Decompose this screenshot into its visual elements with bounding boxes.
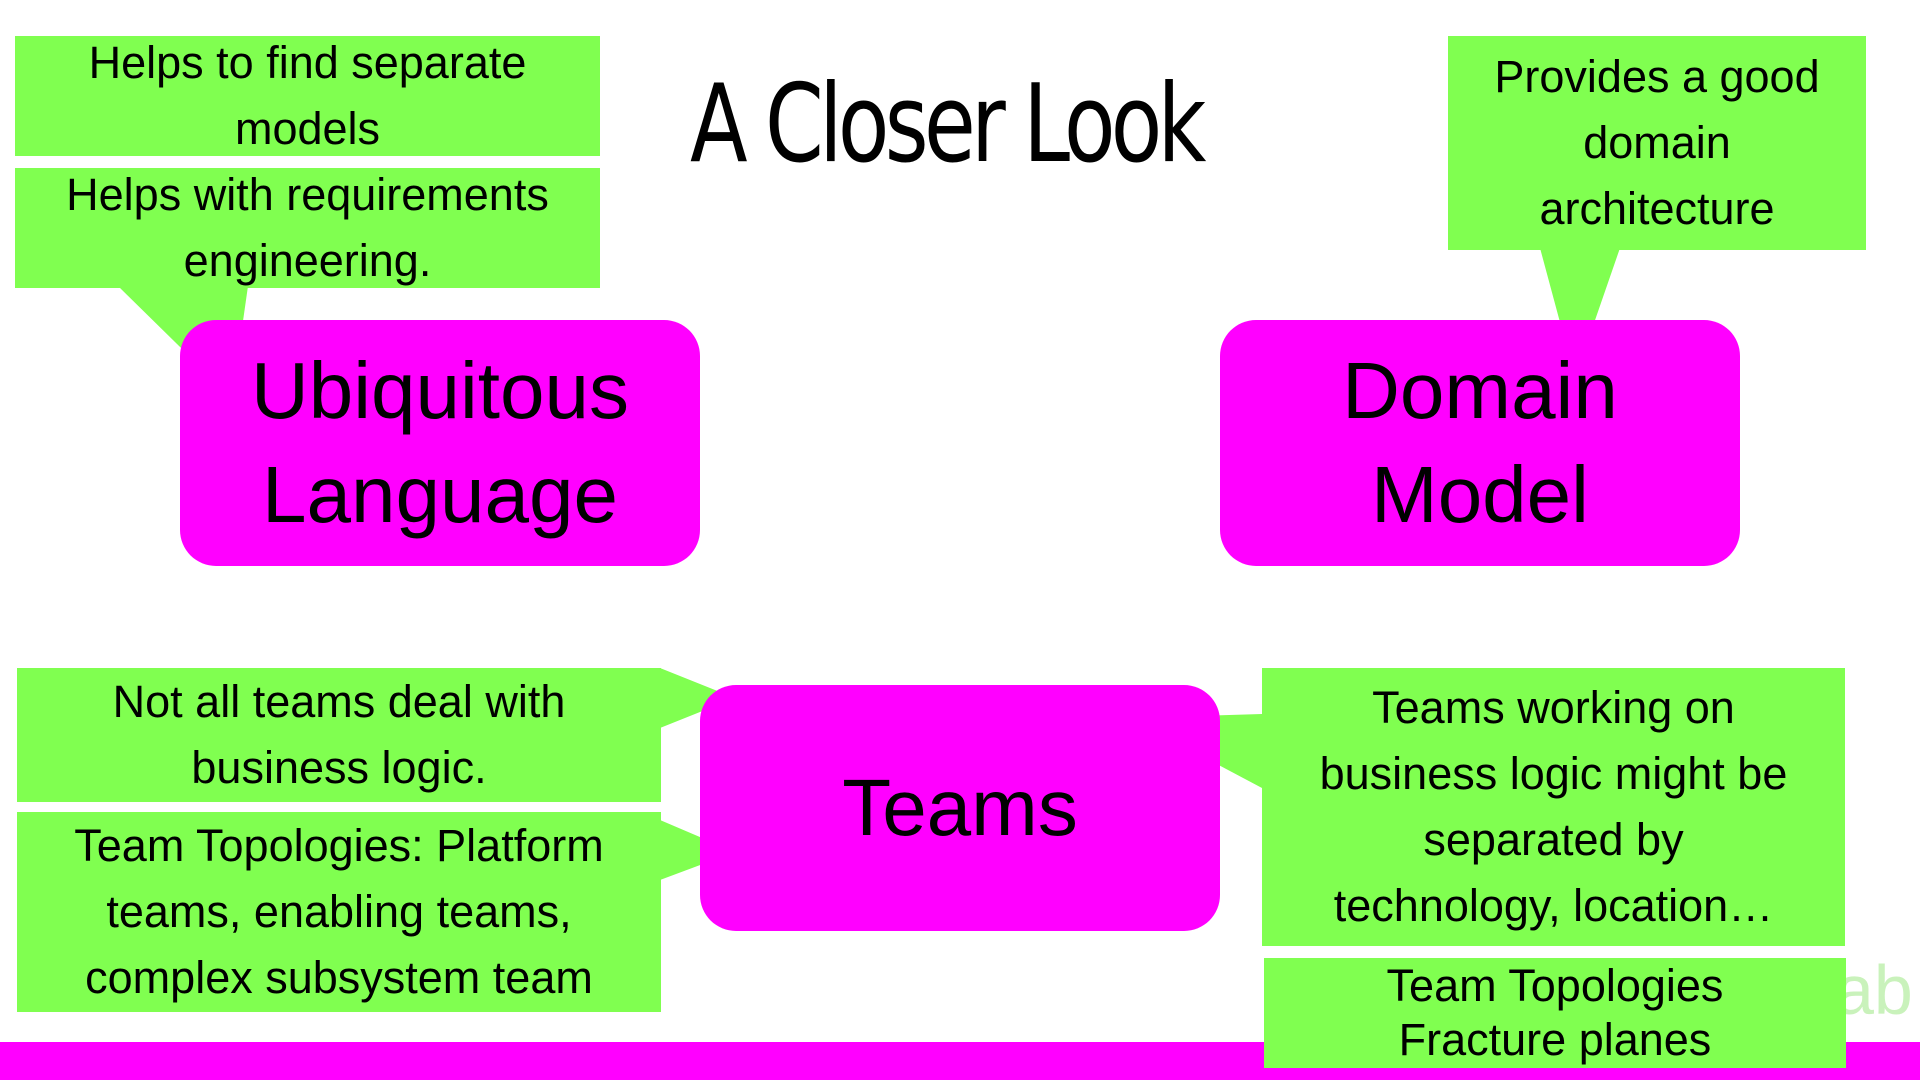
callout-teams-separated: Teams working on business logic might be…: [1262, 668, 1845, 946]
box-ubiquitous-language-line-2: Language: [262, 450, 618, 539]
box-domain-model-line-1: Domain: [1342, 346, 1618, 435]
box-ubiquitous-language-line-1: Ubiquitous: [250, 346, 629, 435]
callout-fracture-planes-line-1: Team Topologies: [1386, 960, 1724, 1011]
tail-not-all-teams: [660, 668, 735, 728]
callout-team-topologies-types-line-3: complex subsystem team: [85, 952, 593, 1003]
callout-teams-separated-line-1: Teams working on: [1372, 682, 1735, 733]
callout-teams-separated-line-4: technology, location…: [1333, 880, 1774, 931]
tail-team-topologies: [660, 820, 735, 880]
callout-fracture-planes: Team Topologies Fracture planes: [1264, 958, 1846, 1068]
callout-teams-separated-line-2: business logic might be: [1319, 748, 1788, 799]
tail-domain-architecture: [1540, 248, 1620, 378]
callout-requirements-line-1: Helps with requirements: [66, 169, 549, 220]
callout-not-all-teams: Not all teams deal with business logic.: [17, 668, 661, 802]
callout-team-topologies-types-line-2: teams, enabling teams,: [106, 886, 572, 937]
box-teams-label: Teams: [842, 763, 1078, 852]
callout-domain-architecture-line-3: architecture: [1539, 183, 1775, 234]
callout-separate-models-line-1: Helps to find separate: [88, 37, 527, 88]
callout-requirements-line-2: engineering.: [183, 235, 432, 286]
callout-not-all-teams-line-2: business logic.: [191, 742, 487, 793]
watermark-text: ab: [1835, 951, 1913, 1029]
callout-not-all-teams-line-1: Not all teams deal with: [112, 676, 566, 727]
box-domain-model-line-2: Model: [1371, 450, 1589, 539]
callout-domain-architecture-line-1: Provides a good: [1494, 51, 1820, 102]
box-ubiquitous-language: Ubiquitous Language: [180, 320, 700, 566]
slide-title: A Closer Look: [690, 62, 1206, 187]
box-teams: Teams: [700, 685, 1220, 931]
callout-separate-models: Helps to find separate models: [15, 36, 600, 156]
callout-teams-separated-line-3: separated by: [1423, 814, 1684, 865]
callout-team-topologies-types: Team Topologies: Platform teams, enablin…: [17, 812, 661, 1012]
callout-separate-models-line-2: models: [234, 103, 381, 154]
callout-fracture-planes-line-2: Fracture planes: [1398, 1014, 1712, 1065]
callout-domain-architecture-line-2: domain: [1583, 117, 1731, 168]
callout-domain-architecture: Provides a good domain architecture: [1448, 36, 1866, 250]
box-domain-model: Domain Model: [1220, 320, 1740, 566]
callout-team-topologies-types-line-1: Team Topologies: Platform: [74, 820, 604, 871]
callout-requirements: Helps with requirements engineering.: [15, 168, 600, 288]
